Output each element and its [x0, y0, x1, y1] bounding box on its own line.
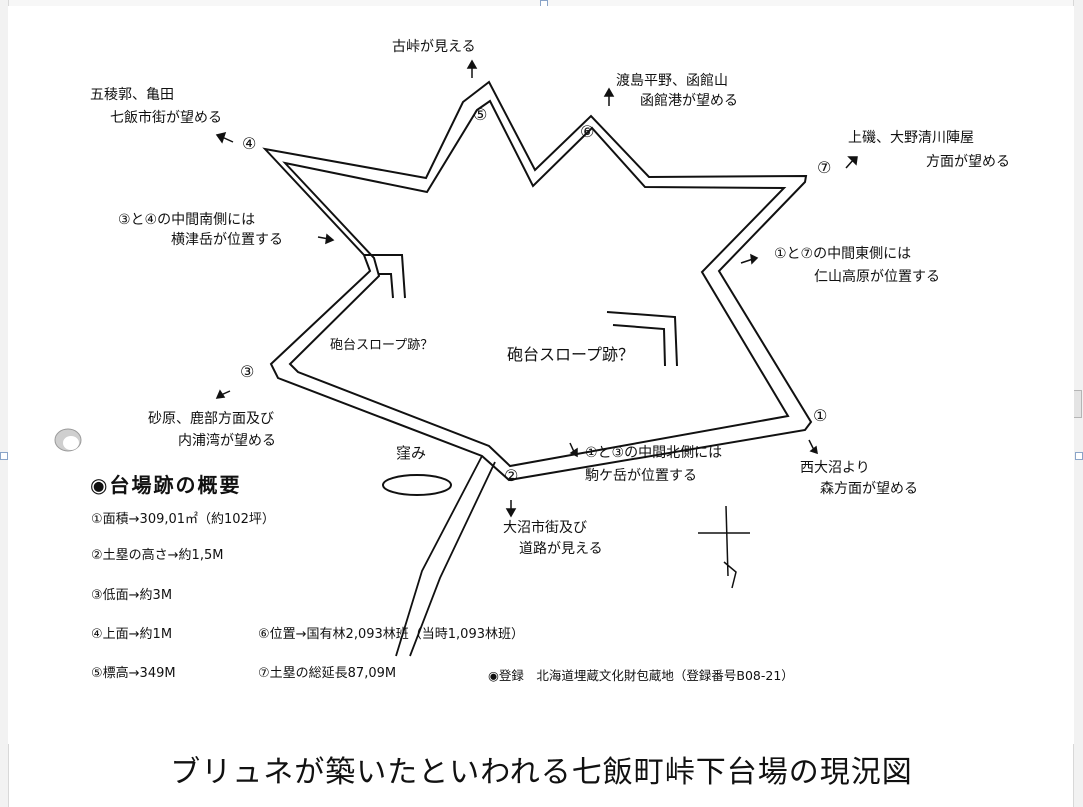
view-label-bottom-2: 道路が見える: [519, 541, 603, 557]
corner-label-7: ⑦: [817, 158, 832, 177]
overview-item-bottom: ③低面→約3M: [91, 588, 173, 603]
fort-inner-wall: [282, 99, 790, 468]
view-arrows: [215, 59, 858, 518]
view-label-top-left-1: 五稜郭、亀田: [90, 87, 174, 103]
view-label-left-low-1: 砂原、鹿部方面及び: [148, 411, 274, 427]
view-label-top: 古峠が見える: [392, 39, 476, 55]
resize-handle-right[interactable]: [1075, 452, 1083, 460]
view-label-right-mid-1: ①と⑦の中間東側には: [774, 246, 912, 262]
overview-item-elevation: ⑤標高→349M: [91, 666, 176, 681]
slope-notch-left: [364, 254, 406, 299]
view-label-left-mid-2: 横津岳が位置する: [171, 232, 283, 248]
fort-plan-diagram: [54, 59, 858, 657]
overview-item-height: ②土塁の高さ→約1,5M: [91, 548, 224, 563]
view-label-right-top-2: 方面が望める: [926, 154, 1010, 170]
view-label-right-low-2: 森方面が望める: [820, 481, 918, 497]
view-label-left-low-2: 内浦湾が望める: [178, 433, 276, 449]
overview-item-wall-length: ⑦土塁の総延長87,09M: [258, 666, 397, 681]
view-label-top-right-2: 函館港が望める: [640, 93, 738, 109]
resize-handle-left[interactable]: [0, 452, 8, 460]
view-label-bottom-mid-2: 駒ケ岳が位置する: [585, 468, 697, 484]
overview-item-registration: ◉登録 北海道埋蔵文化財包蔵地（登録番号B08-21）: [488, 668, 794, 683]
scanned-document-page: ① ② ③ ④ ⑤ ⑥ ⑦ 古峠が見える 渡島平野、函館山 函館港が望める 五稜…: [8, 6, 1074, 744]
survey-cross-mark: [698, 505, 750, 589]
view-label-right-low-1: 西大沼より: [800, 460, 870, 476]
corner-label-2: ②: [504, 466, 519, 485]
access-road: [395, 455, 496, 657]
view-label-right-top-1: 上磯、大野清川陣屋: [848, 130, 974, 146]
view-label-top-right-1: 渡島平野、函館山: [616, 73, 728, 89]
hollow-mark: [382, 474, 452, 496]
corner-label-6: ⑥: [580, 122, 595, 141]
corner-label-5: ⑤: [473, 105, 488, 124]
view-label-left-mid-1: ③と④の中間南側には: [118, 212, 256, 228]
corner-label-3: ③: [240, 362, 255, 381]
view-label-top-left-2: 七飯市街が望める: [110, 110, 222, 126]
view-label-right-mid-2: 仁山高原が位置する: [814, 269, 940, 285]
overview-item-area: ①面積→309,01㎡（約102坪）: [91, 512, 275, 527]
overview-item-location: ⑥位置→国有林2,093林班（当時1,093林班）: [258, 627, 524, 642]
slope-label-center: 砲台スロープ跡？: [507, 345, 635, 364]
view-label-bottom-1: 大沼市街及び: [503, 520, 587, 536]
hollow-label: 窪み: [396, 444, 427, 462]
corner-label-1: ①: [813, 406, 828, 425]
view-label-bottom-mid-1: ①と③の中間北側には: [585, 445, 723, 461]
image-caption: ブリュネが築いたといわれる七飯町峠下台場の現況図: [170, 755, 913, 790]
slope-label-left: 砲台スロープ跡？: [330, 338, 434, 353]
vertical-scrollbar-thumb[interactable]: [1073, 390, 1082, 418]
overview-item-top: ④上面→約1M: [91, 627, 173, 642]
fort-outer-wall: [262, 80, 813, 482]
slope-notch-center: [606, 311, 678, 367]
overview-title: ◉台場跡の概要: [90, 473, 242, 497]
corner-label-4: ④: [242, 134, 257, 153]
